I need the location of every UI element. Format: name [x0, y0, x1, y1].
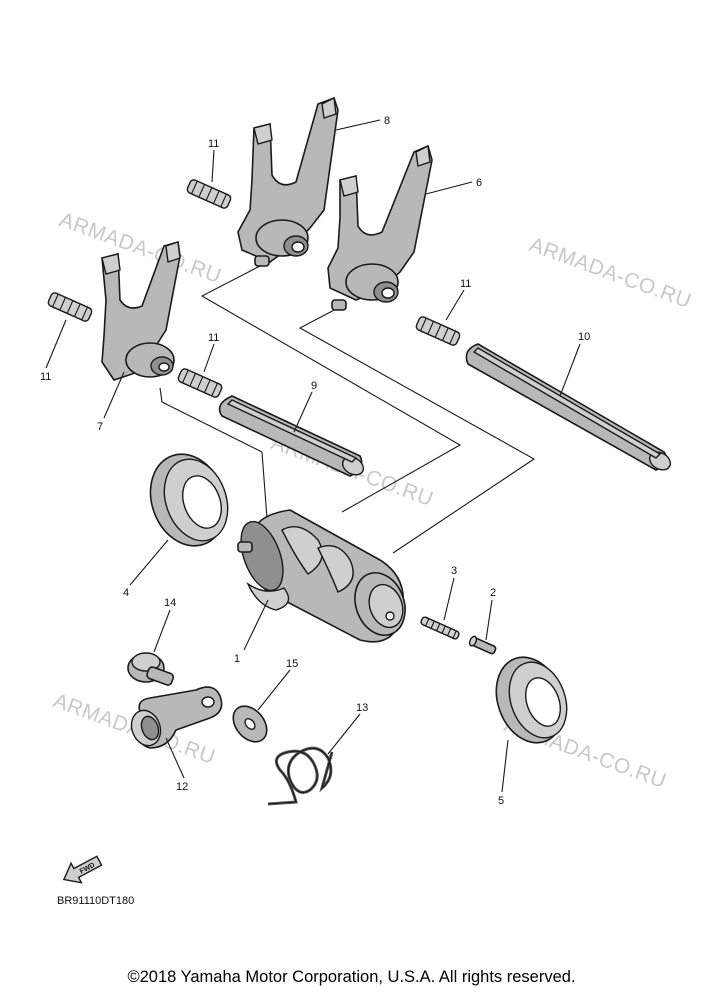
leader-1: [243, 599, 269, 651]
leader-11c: [203, 343, 215, 373]
callout-11-middle[interactable]: 11: [208, 332, 219, 344]
callout-8[interactable]: 8: [384, 115, 390, 127]
copyright-notice: ©2018 Yamaha Motor Corporation, U.S.A. A…: [127, 968, 576, 986]
pin-11-right[interactable]: [415, 316, 461, 347]
leader-14: [153, 609, 171, 653]
leader-2: [485, 599, 493, 641]
callout-1[interactable]: 1: [234, 653, 240, 665]
leader-7: [103, 371, 125, 419]
callout-7[interactable]: 7: [97, 421, 103, 433]
callout-3[interactable]: 3: [451, 565, 457, 577]
leader-15: [257, 669, 291, 711]
callout-9[interactable]: 9: [311, 380, 317, 392]
pin-11-top[interactable]: [186, 179, 232, 210]
callout-11-top[interactable]: 11: [208, 138, 219, 150]
callout-12[interactable]: 12: [176, 781, 188, 793]
leader-12: [165, 737, 185, 779]
shift-fork-7[interactable]: [101, 240, 181, 381]
assembly-line-fork6: [298, 307, 536, 554]
callout-11-left[interactable]: 11: [40, 371, 51, 383]
shift-drum-1[interactable]: [233, 509, 414, 643]
leader-3: [443, 577, 455, 621]
forward-arrow-icon: FWD: [62, 855, 103, 884]
bearing-4[interactable]: [138, 444, 238, 557]
pin-2[interactable]: [468, 635, 497, 655]
stopper-lever-12[interactable]: [127, 686, 223, 750]
leader-11d: [445, 289, 465, 321]
pin-11-middle[interactable]: [177, 368, 223, 399]
watermark-1: ARMADA-CO.RU: [56, 208, 224, 288]
callout-5[interactable]: 5: [498, 795, 504, 807]
callout-15[interactable]: 15: [286, 658, 298, 670]
assembly-line-fork8: [200, 264, 462, 513]
torsion-spring-13[interactable]: [267, 746, 334, 806]
callout-14[interactable]: 14: [164, 597, 176, 609]
leader-5: [501, 739, 509, 793]
diagram-code: BR91110DT180: [57, 895, 134, 907]
leader-9: [293, 391, 313, 433]
callout-6[interactable]: 6: [476, 177, 482, 189]
watermark-2: ARMADA-CO.RU: [526, 233, 694, 313]
bearing-5[interactable]: [485, 648, 577, 753]
pin-11-left[interactable]: [47, 292, 93, 323]
callout-13[interactable]: 13: [356, 702, 368, 714]
leader-6: [425, 181, 473, 195]
leader-8: [335, 119, 381, 131]
bolt-14[interactable]: [127, 652, 175, 686]
shift-fork-6[interactable]: [327, 144, 433, 311]
leader-11b: [45, 319, 67, 369]
leader-10: [559, 343, 581, 397]
shift-fork-8[interactable]: [237, 96, 339, 267]
leader-4: [129, 539, 169, 586]
leader-11a: [211, 149, 215, 183]
assembly-line-fork7: [159, 387, 269, 533]
callout-2[interactable]: 2: [490, 587, 496, 599]
callout-10[interactable]: 10: [578, 331, 590, 343]
spring-3[interactable]: [420, 616, 460, 640]
callout-4[interactable]: 4: [123, 587, 129, 599]
washer-15[interactable]: [226, 700, 273, 749]
guide-bar-9[interactable]: [218, 395, 367, 478]
leader-13: [327, 713, 361, 755]
callout-11-right[interactable]: 11: [460, 278, 471, 290]
guide-bar-10[interactable]: [465, 343, 673, 473]
